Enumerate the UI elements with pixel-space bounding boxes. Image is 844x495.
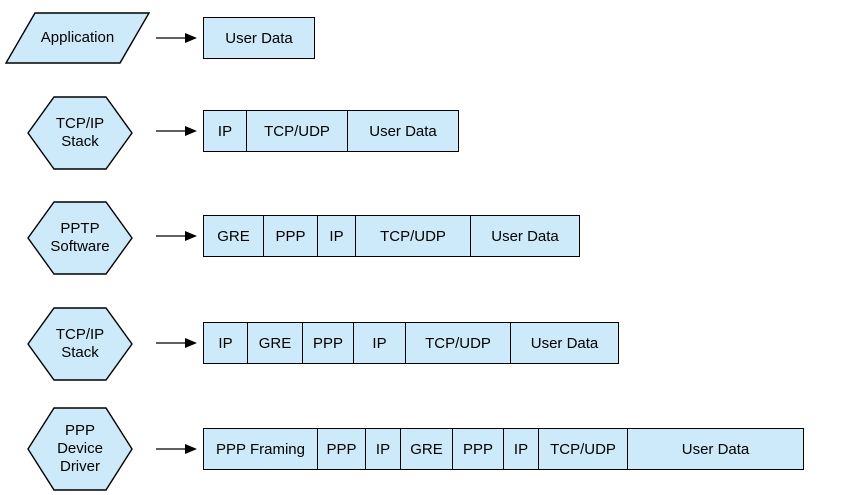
layer-shape-ppp-device-driver: PPP Device Driver — [27, 407, 133, 491]
layer-shape-application: Application — [5, 12, 150, 64]
layer-shape-pptp-software: PPTP Software — [27, 201, 133, 275]
right-arrow-icon-3 — [156, 231, 197, 241]
packet-cell: User Data — [491, 227, 559, 245]
packet-cell: TCP/UDP — [406, 323, 511, 363]
right-arrow-icon-5 — [156, 444, 197, 454]
packet-cell: PPP — [453, 429, 504, 469]
hexagon-icon — [27, 407, 133, 491]
packet-cell: GRE — [204, 216, 264, 256]
packet-cell: PPP Framing — [204, 429, 318, 469]
packet-cell: GRE — [401, 429, 453, 469]
packet-cell: TCP/UDP — [539, 429, 628, 469]
packet-cell: IP — [366, 429, 401, 469]
packet-cell: IP — [354, 323, 406, 363]
right-arrow-icon-2 — [156, 126, 197, 136]
hexagon-icon — [27, 96, 133, 170]
hexagon-icon — [27, 201, 133, 275]
layer-label: PPTP Software — [50, 220, 110, 255]
packet-row-1: User Data — [203, 17, 315, 59]
packet-cell: IP — [318, 216, 356, 256]
packet-row-5: PPP Framing PPP IP GRE PPP IP TCP/UDP Us… — [203, 428, 804, 470]
parallelogram-icon — [5, 12, 150, 64]
packet-cell: TCP/UDP — [247, 111, 348, 151]
packet-cell: User Data — [681, 440, 750, 458]
packet-cell: User Data — [225, 29, 293, 47]
packet-cell: User Data — [369, 122, 437, 140]
packet-row-3: GRE PPP IP TCP/UDP User Data — [203, 215, 580, 257]
layer-label: PPP Device Driver — [57, 422, 103, 475]
packet-cell: IP — [204, 111, 247, 151]
layer-shape-tcpip-stack-2: TCP/IP Stack — [27, 307, 133, 381]
packet-cell: PPP — [264, 216, 318, 256]
packet-cell: TCP/UDP — [356, 216, 471, 256]
packet-cell: User Data — [530, 334, 599, 352]
layer-label: Application — [40, 29, 115, 46]
layer-shape-tcpip-stack-1: TCP/IP Stack — [27, 96, 133, 170]
packet-row-2: IP TCP/UDP User Data — [203, 110, 459, 152]
right-arrow-icon-1 — [156, 33, 197, 43]
packet-row-4: IP GRE PPP IP TCP/UDP User Data — [203, 322, 619, 364]
packet-cell: PPP — [303, 323, 354, 363]
hexagon-icon — [27, 307, 133, 381]
packet-cell: GRE — [248, 323, 303, 363]
packet-cell: IP — [204, 323, 248, 363]
right-arrow-icon-4 — [156, 338, 197, 348]
layer-label: TCP/IP Stack — [55, 115, 105, 150]
layer-label: TCP/IP Stack — [55, 326, 105, 361]
packet-cell: PPP — [318, 429, 366, 469]
packet-cell: IP — [504, 429, 539, 469]
